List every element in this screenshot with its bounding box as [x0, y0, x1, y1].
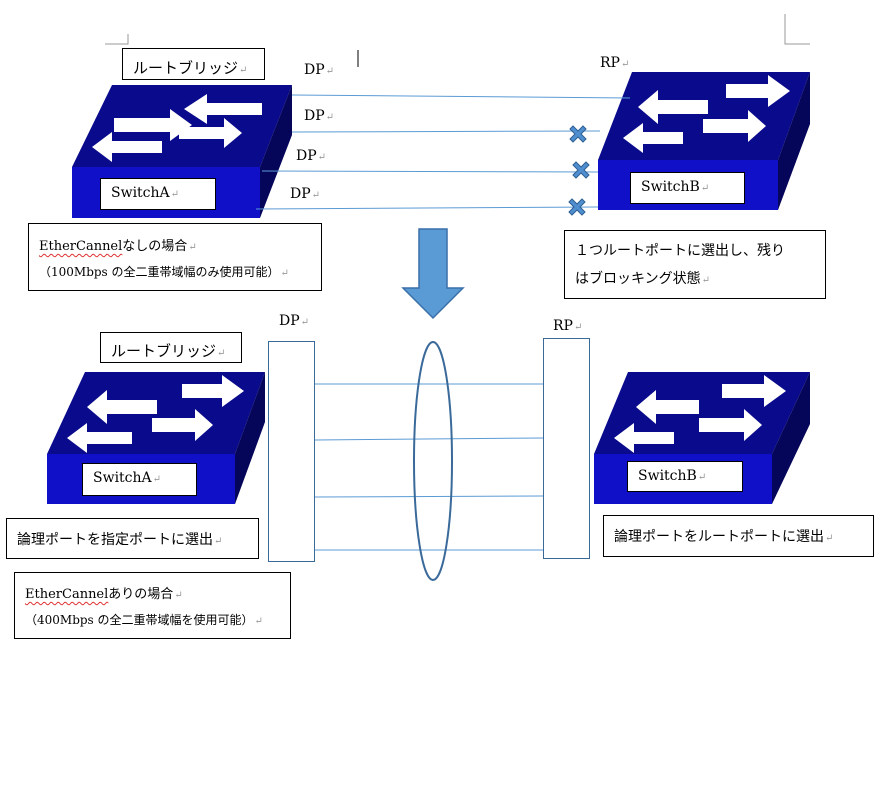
bottom-note-line1: EtherCannelありの場合↵: [25, 587, 183, 602]
logical-port-rp-box: [543, 338, 590, 559]
top-note-root-port-selection: １つルートポートに選出し、残り はブロッキング状態↵: [564, 230, 826, 299]
top-dp-label-4: DP↵: [290, 186, 321, 202]
top-root-bridge-label: ルートブリッジ↵: [122, 48, 265, 80]
switch-a-bottom-label: SwitchA↵: [82, 463, 197, 496]
switch-b-bottom-label: SwitchB↵: [627, 461, 743, 492]
bottom-note-root-port: 論理ポートをルートポートに選出↵: [603, 515, 874, 557]
bottom-rp-label: RP↵: [553, 318, 583, 334]
top-dp-label-1: DP↵: [304, 62, 335, 78]
top-right-note-line1: １つルートポートに選出し、残り: [575, 243, 785, 259]
top-note-line1: EtherCannelなしの場合↵: [39, 239, 197, 254]
bottom-note-line2: （400Mbps の全二重帯域幅を使用可能）↵: [25, 613, 263, 627]
down-arrow-icon: [401, 228, 465, 320]
switch-b-top-label: SwitchB↵: [630, 172, 745, 204]
top-dp-label-3: DP↵: [296, 148, 327, 164]
top-right-note-line2: はブロッキング状態↵: [575, 271, 710, 287]
bottom-note-with-etherchannel: EtherCannelありの場合↵ （400Mbps の全二重帯域幅を使用可能）…: [14, 572, 291, 639]
top-note-line2: （100Mbps の全二重帯域幅のみ使用可能）↵: [39, 265, 289, 279]
top-note-without-etherchannel: EtherCannelなしの場合↵ （100Mbps の全二重帯域幅のみ使用可能…: [28, 223, 322, 291]
bottom-dp-label: DP↵: [279, 313, 310, 329]
logical-port-dp-box: [268, 341, 315, 562]
top-dp-label-2: DP↵: [304, 108, 335, 124]
bottom-note-designated-port: 論理ポートを指定ポートに選出↵: [6, 518, 259, 559]
bottom-root-bridge-label: ルートブリッジ↵: [100, 332, 242, 363]
switch-a-top-label: SwitchA↵: [100, 178, 216, 210]
top-rp-label: RP↵: [600, 55, 630, 71]
